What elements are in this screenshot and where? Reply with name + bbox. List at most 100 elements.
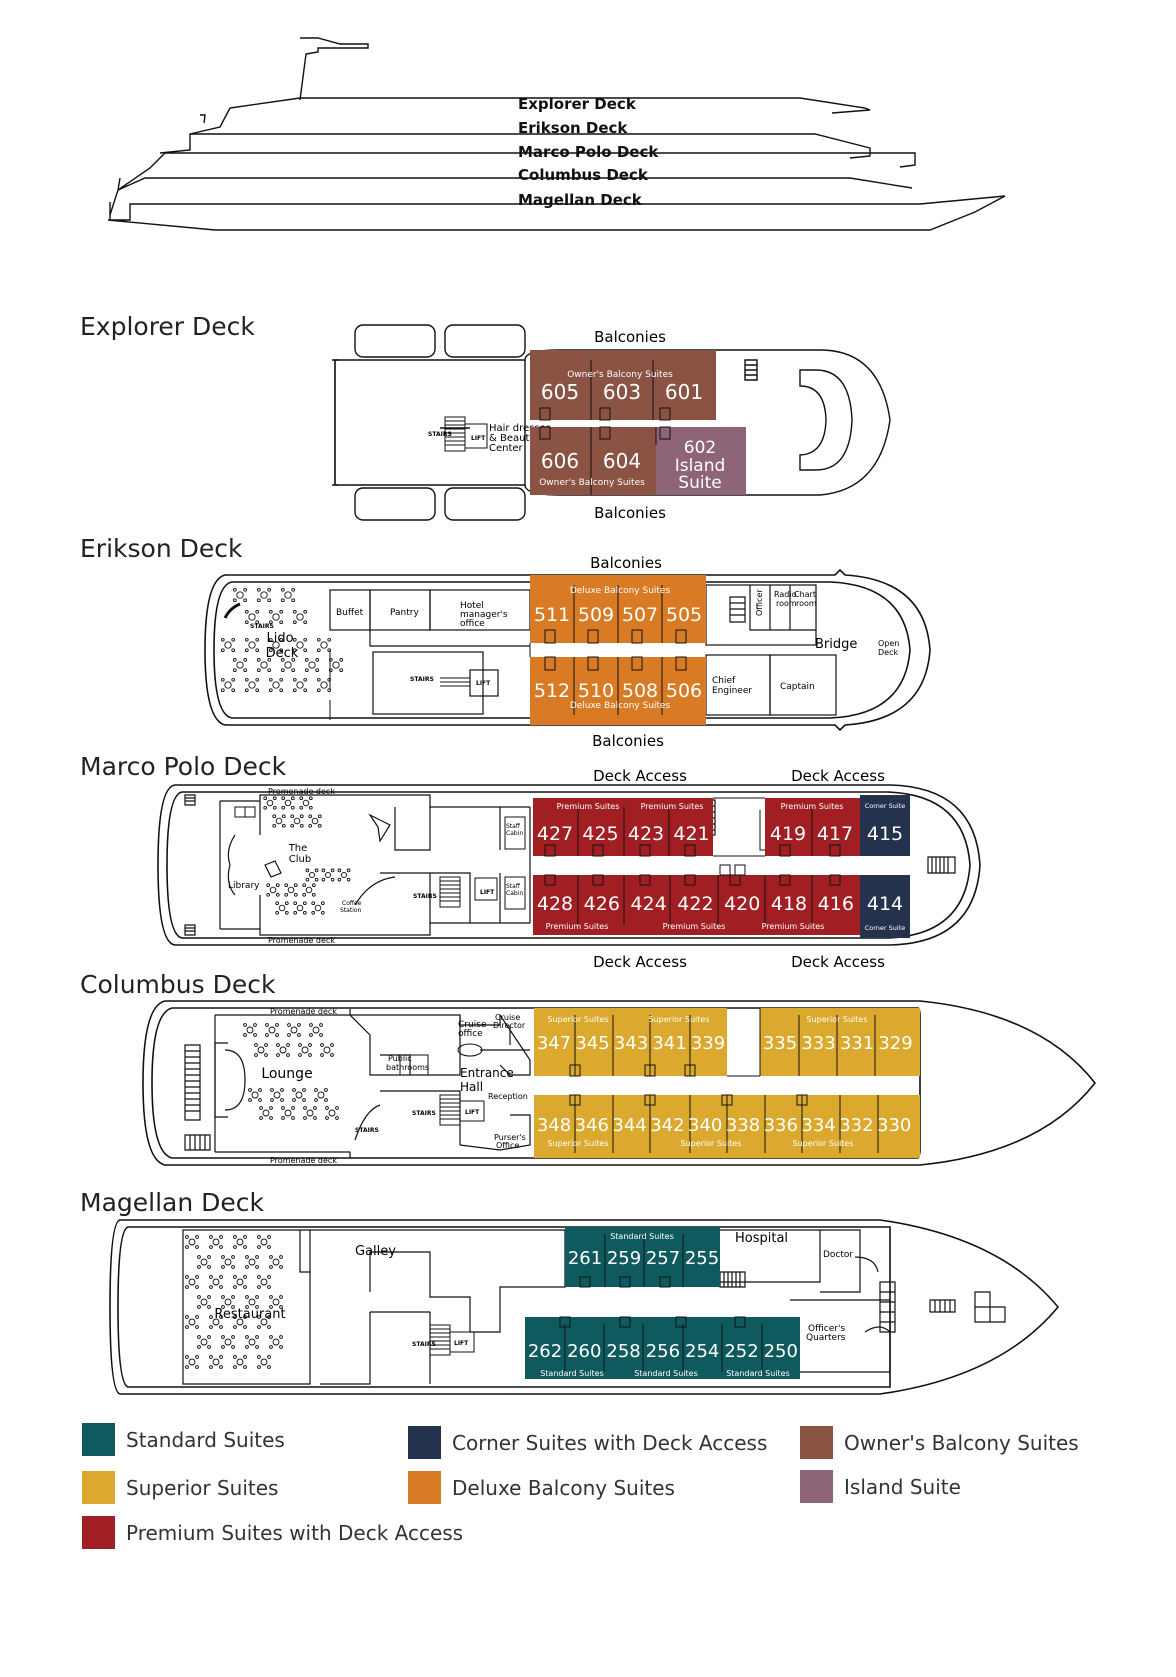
marcopolo-deck-plan[interactable]: The Club Library Coffee Station Staff Ca…	[0, 765, 1176, 975]
legend-deluxe-balcony-suites[interactable]: Deluxe Balcony Suites	[408, 1471, 675, 1504]
room-421[interactable]: 421	[673, 823, 709, 845]
room-338[interactable]: 338	[726, 1115, 760, 1136]
room-343[interactable]: 343	[614, 1033, 648, 1054]
chair-icon	[245, 1335, 249, 1339]
room-341[interactable]: 341	[652, 1033, 686, 1054]
room-334[interactable]: 334	[801, 1115, 835, 1136]
room-602[interactable]: 602	[684, 438, 716, 458]
chair-icon	[308, 805, 313, 810]
superior-suites-label: Superior Suites	[807, 1015, 868, 1024]
hotel-manager-label: Hotel	[460, 601, 484, 611]
room-255[interactable]: 255	[685, 1248, 719, 1269]
room-415[interactable]: 415	[867, 823, 903, 845]
premium-suites-top-left[interactable]	[533, 798, 713, 856]
room-262[interactable]: 262	[528, 1341, 562, 1362]
room-329[interactable]: 329	[878, 1033, 912, 1054]
corner-suite-top[interactable]	[860, 795, 910, 856]
standard-suites-top[interactable]	[565, 1227, 720, 1287]
explorer-deck-plan[interactable]: STAIRS LIFT Hair dresser & Beauty Center…	[0, 320, 1176, 550]
corner-suite-bottom[interactable]	[860, 875, 910, 938]
room-425[interactable]: 425	[582, 823, 618, 845]
legend-premium-suites[interactable]: Premium Suites with Deck Access	[82, 1516, 463, 1549]
chair-icon	[195, 1355, 199, 1359]
room-256[interactable]: 256	[646, 1341, 680, 1362]
room-347[interactable]: 347	[537, 1033, 571, 1054]
room-509[interactable]: 509	[578, 604, 614, 626]
legend-island-suite[interactable]: Island Suite	[800, 1470, 961, 1503]
room-254[interactable]: 254	[685, 1341, 719, 1362]
room-508[interactable]: 508	[622, 680, 658, 702]
room-604[interactable]: 604	[603, 449, 641, 473]
room-250[interactable]: 250	[764, 1341, 798, 1362]
room-605[interactable]: 605	[541, 380, 579, 404]
owners-suites-bottom-block[interactable]	[530, 427, 656, 495]
room-259[interactable]: 259	[607, 1248, 641, 1269]
table-icon	[248, 1258, 256, 1266]
room-252[interactable]: 252	[724, 1341, 758, 1362]
owners-suites-top-block[interactable]	[530, 350, 716, 420]
room-330[interactable]: 330	[877, 1115, 911, 1136]
room-345[interactable]: 345	[575, 1033, 609, 1054]
table-icon	[296, 681, 304, 689]
room-512[interactable]: 512	[534, 680, 570, 702]
erikson-deck-plan[interactable]: STAIRS Lido Deck Buffet Pantry Hotel man…	[0, 550, 1176, 760]
room-417[interactable]: 417	[817, 823, 853, 845]
room-507[interactable]: 507	[622, 604, 658, 626]
table-icon	[293, 817, 301, 825]
room-422[interactable]: 422	[677, 893, 713, 915]
room-346[interactable]: 346	[575, 1115, 609, 1136]
room-418[interactable]: 418	[771, 893, 807, 915]
premium-suites-bottom[interactable]	[533, 875, 860, 935]
room-510[interactable]: 510	[578, 680, 614, 702]
room-332[interactable]: 332	[839, 1115, 873, 1136]
chair-icon	[275, 1023, 279, 1027]
columbus-deck-plan[interactable]: Lounge Public bathrooms Cruise office Cr…	[0, 995, 1176, 1170]
room-603[interactable]: 603	[603, 380, 641, 404]
room-423[interactable]: 423	[628, 823, 664, 845]
magellan-deck-plan[interactable]: Restaurant Galley Hospital Doctor Office…	[0, 1212, 1176, 1402]
legend-corner-suites[interactable]: Corner Suites with Deck Access	[408, 1426, 767, 1459]
room-505[interactable]: 505	[666, 604, 702, 626]
chair-icon	[321, 868, 326, 873]
room-340[interactable]: 340	[688, 1115, 722, 1136]
room-506[interactable]: 506	[666, 680, 702, 702]
chair-icon	[255, 1345, 259, 1349]
room-258[interactable]: 258	[606, 1341, 640, 1362]
legend-owners-balcony-suites[interactable]: Owner's Balcony Suites	[800, 1426, 1079, 1459]
room-333[interactable]: 333	[801, 1033, 835, 1054]
room-336[interactable]: 336	[764, 1115, 798, 1136]
room-348[interactable]: 348	[537, 1115, 571, 1136]
room-426[interactable]: 426	[584, 893, 620, 915]
chair-icon	[337, 868, 342, 873]
hairdresser-label: Hair dresser	[489, 423, 551, 434]
room-339[interactable]: 339	[691, 1033, 725, 1054]
table-icon	[248, 681, 256, 689]
room-257[interactable]: 257	[646, 1248, 680, 1269]
the-club-label: Club	[289, 854, 311, 865]
room-414[interactable]: 414	[867, 893, 903, 915]
table-icon	[332, 661, 340, 669]
legend-superior-suites[interactable]: Superior Suites	[82, 1471, 278, 1504]
room-606[interactable]: 606	[541, 449, 579, 473]
room-331[interactable]: 331	[840, 1033, 874, 1054]
island-suite-block[interactable]	[656, 427, 746, 495]
room-419[interactable]: 419	[770, 823, 806, 845]
room-335[interactable]: 335	[763, 1033, 797, 1054]
legend-standard-suites[interactable]: Standard Suites	[82, 1423, 285, 1456]
table-icon	[224, 1338, 232, 1346]
room-416[interactable]: 416	[818, 893, 854, 915]
room-342[interactable]: 342	[650, 1115, 684, 1136]
room-428[interactable]: 428	[537, 893, 573, 915]
room-427[interactable]: 427	[537, 823, 573, 845]
room-260[interactable]: 260	[567, 1341, 601, 1362]
room-601[interactable]: 601	[665, 380, 703, 404]
room-420[interactable]: 420	[724, 893, 760, 915]
chair-icon	[292, 1088, 296, 1092]
room-344[interactable]: 344	[612, 1115, 646, 1136]
room-511[interactable]: 511	[534, 604, 570, 626]
chair-icon	[279, 609, 284, 614]
standard-suites-bottom[interactable]	[525, 1317, 800, 1379]
table-icon	[284, 591, 292, 599]
room-424[interactable]: 424	[630, 893, 666, 915]
room-261[interactable]: 261	[568, 1248, 602, 1269]
